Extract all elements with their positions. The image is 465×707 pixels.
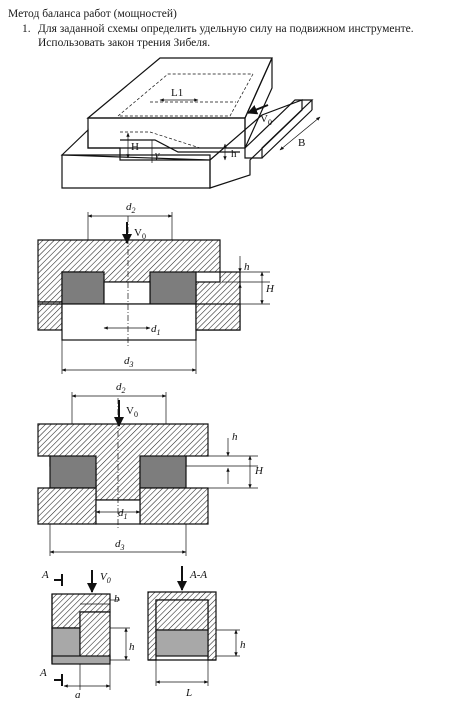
fig4-b: b <box>114 593 120 605</box>
task-line-2: Использовать закон трения Зибеля. <box>38 37 211 49</box>
fig1-B: B <box>298 137 305 149</box>
fig4-h: h <box>129 641 135 653</box>
figure-2-section: d2 V0 h H d1 d3 <box>37 201 275 374</box>
fig1-V0: V0 <box>260 113 272 127</box>
fig5-L: L <box>185 687 192 699</box>
task-number: 1. <box>22 23 31 35</box>
fig1-gamma: γ <box>155 149 160 161</box>
fig3-H: H <box>254 465 264 477</box>
fig4-A-top: A <box>41 569 49 581</box>
fig1-h: h <box>231 148 237 160</box>
fig2-V0: V0 <box>134 227 146 241</box>
fig2-h: h <box>244 261 250 273</box>
fig4-V0: V0 <box>100 571 111 585</box>
fig4-A-bottom: A <box>39 667 47 679</box>
fig5-section-label: A-A <box>189 569 207 581</box>
fig5-h: h <box>240 639 246 651</box>
fig2-d3: d3 <box>124 355 134 369</box>
page-heading: Метод баланса работ (мощностей) <box>8 8 177 20</box>
figure-1-isometric: L1 V0 H γ h B <box>60 57 321 189</box>
fig1-L1: L1 <box>171 87 183 99</box>
task-line-1: Для заданной схемы определить удельную с… <box>38 23 414 35</box>
fig3-d2: d2 <box>116 381 126 395</box>
fig3-d1: d1 <box>118 507 128 521</box>
figure-3-section: d2 V0 h H d1 d3 <box>37 381 264 556</box>
fig1-H: H <box>131 141 139 153</box>
task-text: 1. Для заданной схемы определить удельну… <box>22 22 458 50</box>
fig3-V0: V0 <box>126 405 138 419</box>
fig2-d1: d1 <box>151 323 161 337</box>
fig2-H: H <box>265 283 275 295</box>
fig2-d2: d2 <box>126 201 136 215</box>
fig3-h: h <box>232 431 238 443</box>
fig4-a: a <box>75 689 81 701</box>
figure-4-side-section: A V0 b h A a <box>39 569 135 701</box>
figure-5-section-AA: A-A h L <box>147 566 246 699</box>
fig3-d3: d3 <box>115 538 125 552</box>
